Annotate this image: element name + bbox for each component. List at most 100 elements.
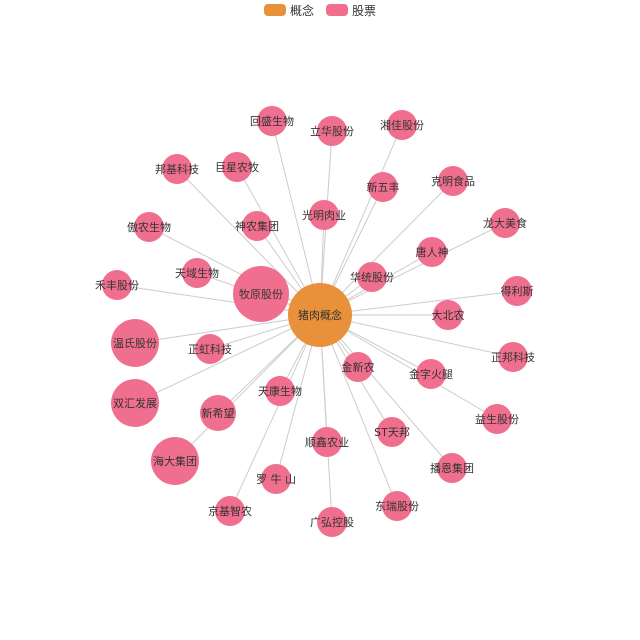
node-stock[interactable]: 湘佳股份 [380, 110, 424, 140]
edge [176, 168, 321, 316]
node-stock[interactable]: 正虹科技 [188, 334, 232, 364]
node-stock[interactable]: 新五丰 [367, 172, 400, 202]
edge [134, 314, 321, 404]
node-stock[interactable]: 正邦科技 [491, 342, 535, 372]
node-stock[interactable]: 傲农生物 [127, 212, 171, 242]
edge [319, 222, 506, 316]
legend-label-stock: 股票 [352, 3, 377, 18]
legend-swatch-stock [326, 4, 348, 16]
node-label: 金新农 [342, 360, 375, 374]
node-concept[interactable]: 猪肉概念 [288, 283, 352, 347]
node-circle[interactable] [257, 106, 287, 136]
node-stock[interactable]: 光明肉业 [302, 200, 346, 230]
node-stock[interactable]: 华统股份 [350, 262, 394, 292]
node-stock[interactable]: 双汇发展 [111, 379, 159, 427]
node-stock[interactable]: 海大集团 [151, 437, 199, 485]
node-circle[interactable] [343, 352, 373, 382]
node-circle[interactable] [222, 152, 252, 182]
edge [271, 120, 321, 316]
node-circle[interactable] [377, 417, 407, 447]
node-circle[interactable] [200, 395, 236, 431]
node-stock[interactable]: 新希望 [200, 395, 236, 431]
node-circle[interactable] [195, 334, 225, 364]
node-circle[interactable] [502, 276, 532, 306]
node-circle[interactable] [288, 283, 352, 347]
node-label: 湘佳股份 [380, 118, 424, 132]
node-stock[interactable]: 唐人神 [416, 237, 449, 267]
node-stock[interactable]: 益生股份 [475, 404, 519, 434]
node-label: 正邦科技 [491, 350, 535, 364]
legend-item-concept[interactable]: 概念 [263, 2, 314, 18]
legend-label-concept: 概念 [289, 3, 314, 18]
node-circle[interactable] [242, 211, 272, 241]
node-stock[interactable]: 邦基科技 [155, 154, 199, 184]
node-stock[interactable]: 罗 牛 山 [256, 464, 296, 494]
edge [319, 314, 398, 507]
node-label: 光明肉业 [302, 208, 346, 222]
legend: 概念 股票 [0, 2, 640, 18]
node-circle[interactable] [357, 262, 387, 292]
node-stock[interactable]: 龙大美食 [483, 208, 527, 238]
legend-swatch-concept [263, 4, 286, 16]
node-stock[interactable]: 回盛生物 [250, 106, 294, 136]
node-stock[interactable]: 广弘控股 [310, 507, 354, 537]
edge [319, 290, 518, 316]
node-circle[interactable] [151, 437, 199, 485]
node-circle[interactable] [382, 491, 412, 521]
node-circle[interactable] [309, 200, 339, 230]
node-stock[interactable]: 牧原股份 [233, 266, 289, 322]
node-stock[interactable]: 金字火腿 [409, 359, 453, 389]
node-stock[interactable]: 天康生物 [258, 376, 302, 406]
node-stock[interactable]: ST天邦 [374, 417, 410, 447]
node-circle[interactable] [490, 208, 520, 238]
node-circle[interactable] [437, 453, 467, 483]
node-circle[interactable] [111, 379, 159, 427]
edge [319, 314, 453, 469]
node-circle[interactable] [162, 154, 192, 184]
node-circle[interactable] [433, 300, 463, 330]
node-stock[interactable]: 温氏股份 [111, 319, 159, 367]
node-circle[interactable] [317, 116, 347, 146]
node-stock[interactable]: 播恩集团 [430, 453, 474, 483]
node-circle[interactable] [416, 359, 446, 389]
node-stock[interactable]: 东瑞股份 [375, 491, 419, 521]
node-circle[interactable] [482, 404, 512, 434]
node-circle[interactable] [387, 110, 417, 140]
node-circle[interactable] [498, 342, 528, 372]
node-circle[interactable] [317, 507, 347, 537]
node-stock[interactable]: 大北农 [432, 300, 465, 330]
node-stock[interactable]: 金新农 [342, 352, 375, 382]
node-label: 回盛生物 [250, 114, 294, 128]
node-circle[interactable] [111, 319, 159, 367]
node-label: 新五丰 [367, 180, 400, 194]
node-stock[interactable]: 巨星农牧 [215, 152, 259, 182]
node-stock[interactable]: 京基智农 [208, 496, 252, 526]
node-stock[interactable]: 得利斯 [501, 276, 534, 306]
edge [174, 314, 321, 462]
node-circle[interactable] [265, 376, 295, 406]
node-circle[interactable] [215, 496, 245, 526]
node-stock[interactable]: 神农集团 [235, 211, 279, 241]
node-label: 傲农生物 [127, 220, 171, 234]
node-circle[interactable] [102, 270, 132, 300]
node-label: 京基智农 [208, 504, 252, 518]
node-circle[interactable] [368, 172, 398, 202]
edge [319, 314, 514, 358]
edge [148, 226, 321, 316]
node-label: 益生股份 [475, 412, 519, 426]
node-circle[interactable] [438, 166, 468, 196]
node-circle[interactable] [182, 258, 212, 288]
node-circle[interactable] [233, 266, 289, 322]
node-stock[interactable]: 立华股份 [310, 116, 354, 146]
node-circle[interactable] [134, 212, 164, 242]
node-stock[interactable]: 克明食品 [431, 166, 475, 196]
node-stock[interactable]: 天域生物 [175, 258, 219, 288]
node-circle[interactable] [312, 427, 342, 457]
edge [319, 314, 333, 523]
node-stock[interactable]: 禾丰股份 [95, 270, 139, 300]
node-circle[interactable] [417, 237, 447, 267]
node-circle[interactable] [261, 464, 291, 494]
node-stock[interactable]: 顺鑫农业 [305, 427, 349, 457]
legend-item-stock[interactable]: 股票 [326, 2, 376, 18]
